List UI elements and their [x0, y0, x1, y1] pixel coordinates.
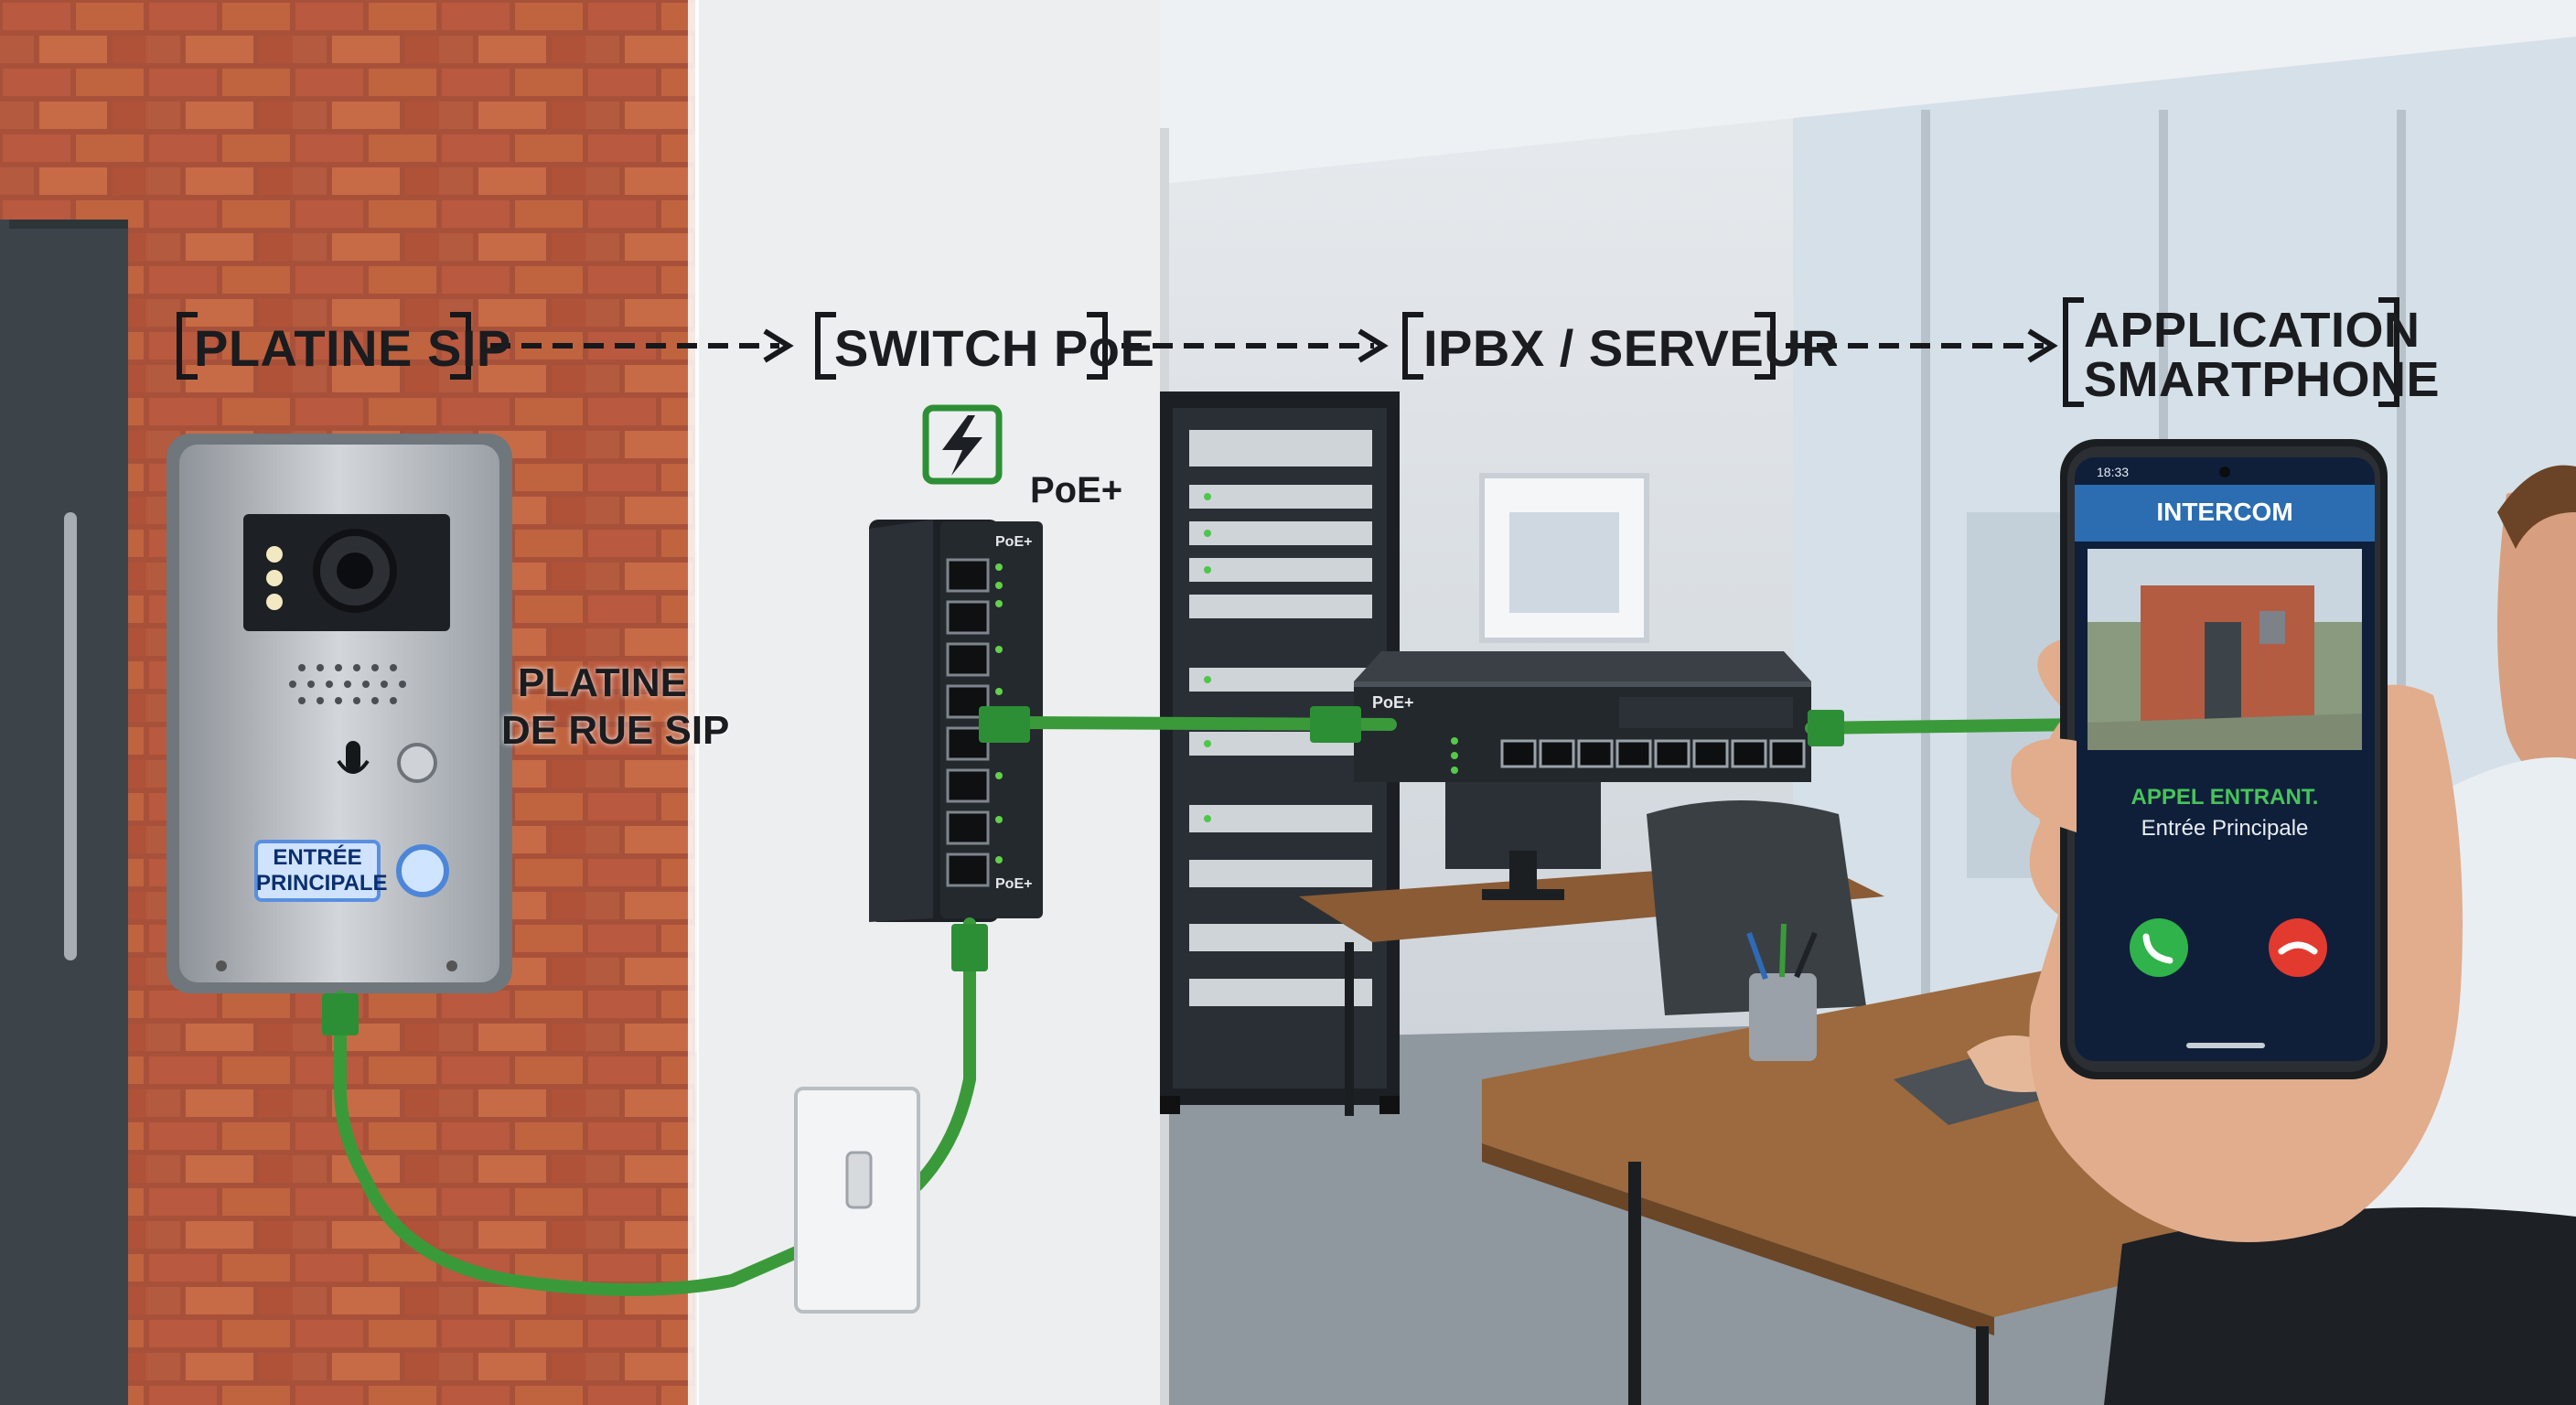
- wall-switch-badge-top: PoE+: [995, 534, 1033, 550]
- rack-switch-badge: PoE+: [1372, 693, 1414, 712]
- call-button: [396, 844, 449, 897]
- wall-poe-switch: [869, 520, 1043, 922]
- call-nameplate: [254, 840, 381, 902]
- stage-label-ipbx: IPBX / SERVEUR: [1423, 319, 1840, 377]
- poe-plus-label: PoE+: [1030, 470, 1123, 510]
- door-handle: [64, 512, 77, 960]
- stage-label-app-line2: SMARTPHONE: [2084, 352, 2441, 407]
- platine-side-label-line2: DE RUE SIP: [501, 708, 730, 753]
- poe-power-icon: [922, 404, 1003, 485]
- rack-poe-switch: [1354, 651, 1811, 782]
- stage-label-app-line1: APPLICATION: [2084, 303, 2420, 358]
- thumb: [2011, 738, 2077, 832]
- aux-button: [397, 743, 437, 783]
- stage-brackets: [177, 297, 2399, 407]
- accept-call-button: [2130, 918, 2188, 977]
- stage-label-platine: PLATINE SIP: [194, 319, 511, 377]
- nameplate-line1: ENTRÉE: [273, 845, 362, 870]
- nameplate-line2: PRINCIPALE: [256, 871, 388, 896]
- wall-outlet-plate: [794, 1087, 920, 1314]
- microphone-icon: [337, 741, 370, 774]
- phone-screen-visuals: [2075, 457, 2375, 1061]
- flow-arrows: [490, 328, 2058, 363]
- speaker-grill: [289, 664, 406, 704]
- sip-door-station: [166, 434, 512, 993]
- cable-phone-link: [1805, 718, 2092, 735]
- phone-call-status: APPEL ENTRANT.: [2131, 785, 2319, 810]
- server-rack: [1160, 391, 1400, 1114]
- platine-side-label-line1: PLATINE: [518, 660, 687, 705]
- phone-app-title: INTERCOM: [2156, 498, 2293, 526]
- phone-clock: 18:33: [2097, 465, 2130, 479]
- wall-switch-badge-bottom: PoE+: [995, 876, 1033, 892]
- phone-caller-name: Entrée Principale: [2141, 816, 2309, 841]
- cable-door-station: [334, 991, 885, 1296]
- stage-label-switch: SWITCH PoE: [834, 319, 1155, 377]
- rj45-connectors: [322, 706, 1844, 1035]
